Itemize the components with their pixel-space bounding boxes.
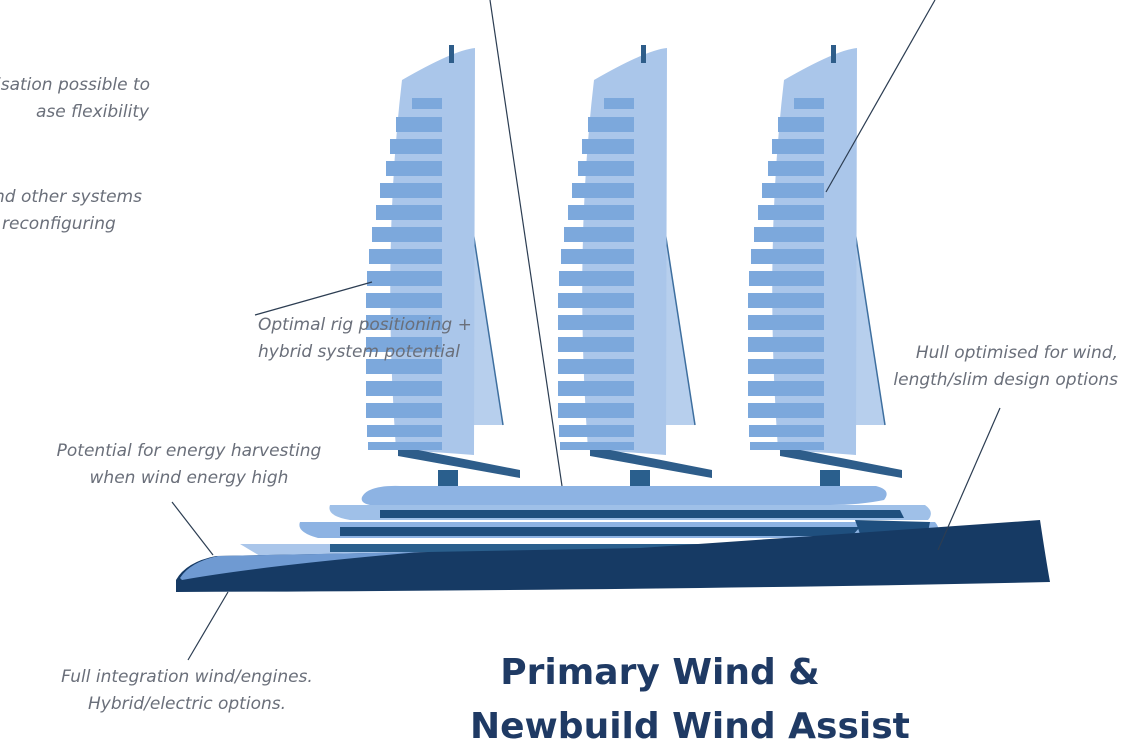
hull (176, 485, 1050, 592)
annotation-systems: nd other systems reconfiguring (0, 187, 142, 235)
ship-illustration (171, 0, 1050, 661)
sail-panels (366, 98, 824, 450)
annotation-rig-positioning: Optimal rig positioning + hybrid system … (258, 315, 472, 363)
annotation-integration: Full integration wind/engines. Hybrid/el… (61, 667, 313, 715)
leader-lines (171, 0, 1001, 661)
diagram-title: Primary Wind & Newbuild Wind Assist (470, 652, 910, 747)
annotation-hull-optimised: Hull optimised for wind, length/slim des… (893, 343, 1118, 391)
annotation-energy-harvesting: Potential for energy harvesting when win… (56, 441, 322, 489)
annotation-flexibility: isation possible to ase flexibility (0, 75, 151, 123)
